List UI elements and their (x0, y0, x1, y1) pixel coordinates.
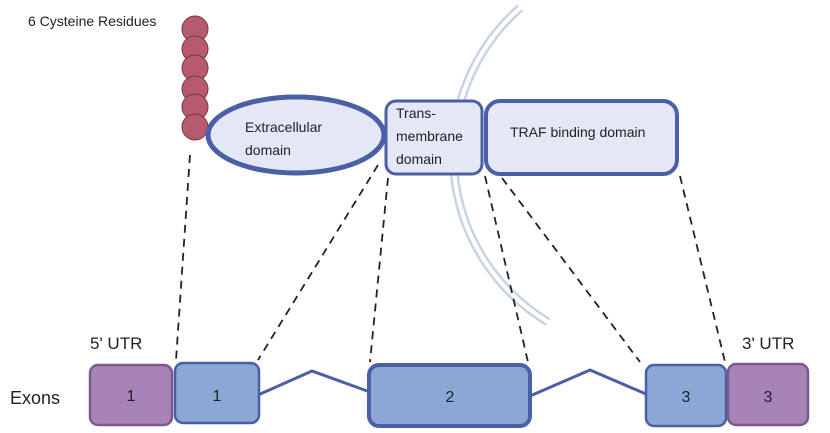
transmembrane-domain (384, 99, 484, 176)
dashed-connectors (175, 154, 726, 363)
exon-1-number: 1 (213, 388, 222, 405)
transmembrane-label-3: domain (396, 151, 442, 167)
utr5-number: 1 (127, 388, 136, 405)
cysteine-residues (181, 15, 209, 141)
transmembrane-label-1: Trans- (396, 105, 436, 121)
utr3-number: 3 (764, 389, 773, 406)
cysteine-label: 6 Cysteine Residues (28, 13, 156, 29)
traf-label: TRAF binding domain (510, 124, 645, 140)
utr3-box (726, 362, 810, 427)
extracellular-label-1: Extracellular (245, 119, 322, 135)
traf-binding-domain (484, 99, 679, 176)
extracellular-label-2: domain (245, 142, 291, 158)
extracellular-domain (205, 94, 387, 176)
exon-2-number: 2 (446, 389, 455, 406)
utr5-box (88, 363, 174, 427)
exon-1-box (173, 361, 261, 425)
exon-3-box (644, 363, 728, 428)
utr5-label: 5' UTR (90, 334, 142, 353)
exon-3-number: 3 (682, 389, 691, 406)
utr3-label: 3' UTR (742, 334, 794, 353)
intron-2 (529, 368, 647, 398)
exon-2-box (367, 363, 532, 428)
transmembrane-label-2: membrane (396, 128, 463, 144)
exons-label: Exons (10, 388, 60, 408)
intron-1 (257, 369, 371, 397)
